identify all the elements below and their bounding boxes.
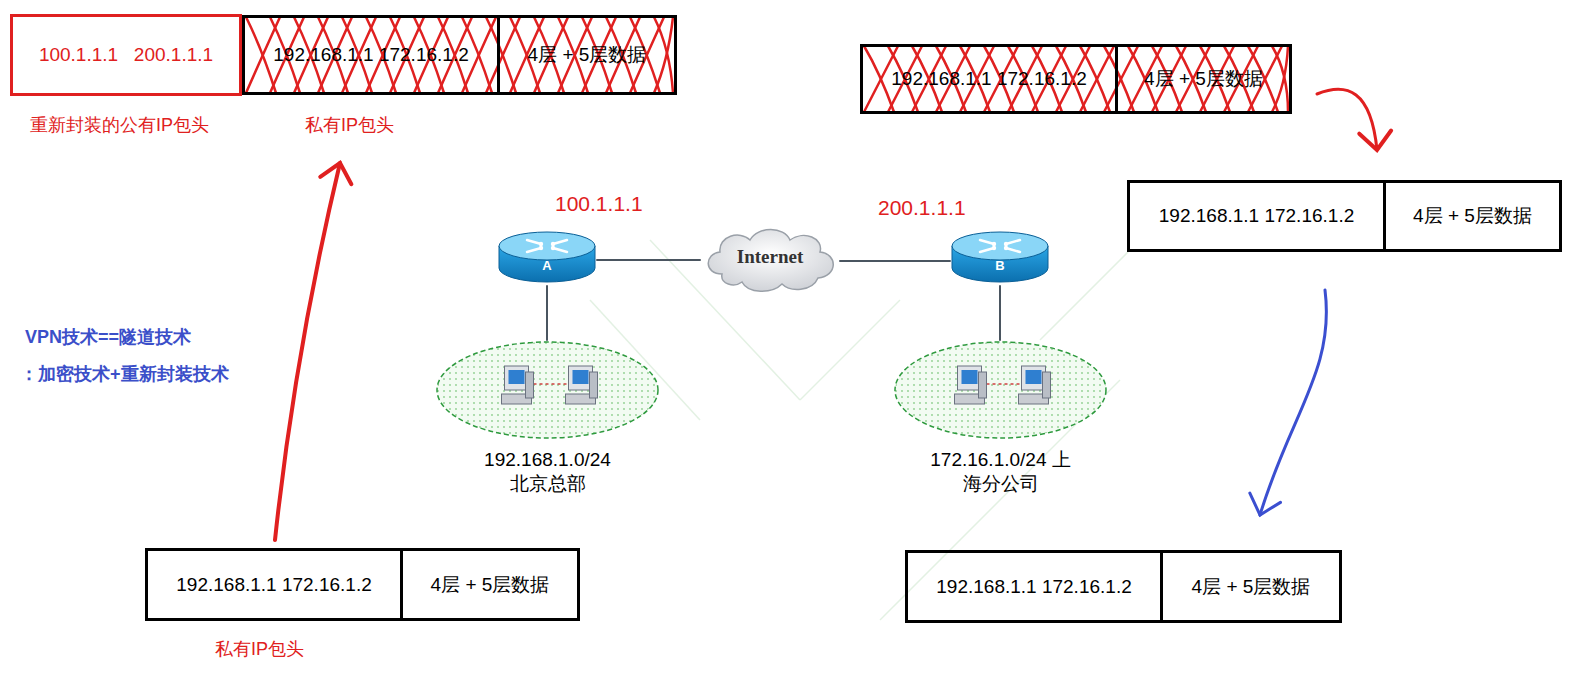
packet-field: 192.168.1.1 172.16.1.2 bbox=[145, 548, 403, 621]
annotation: 私有IP包头 bbox=[215, 637, 304, 661]
network-link bbox=[597, 259, 700, 261]
node-text: 4层 + 5层数据 bbox=[1134, 66, 1273, 92]
node-text: 192.168.1.1 172.16.1.2 bbox=[263, 44, 478, 66]
lan-segment: 172.16.1.0/24 上海分公司 bbox=[893, 340, 1108, 440]
node-text: Internet bbox=[700, 246, 840, 268]
router: B bbox=[950, 230, 1050, 286]
annotation: 私有IP包头 bbox=[305, 113, 394, 137]
router: A bbox=[497, 230, 597, 286]
scribble-stroke bbox=[246, 17, 673, 93]
note-text: VPN技术==隧道技术 bbox=[25, 325, 191, 349]
node-text: 192.168.1.1 172.16.1.2 bbox=[166, 574, 381, 596]
node-text: 4层 + 5层数据 bbox=[1182, 574, 1321, 600]
node-text: 192.168.1.1 172.16.1.2 bbox=[926, 576, 1141, 598]
faint-guides bbox=[590, 240, 1130, 620]
scribble-stroke bbox=[864, 46, 1288, 112]
annotation: 100.1.1.1 bbox=[555, 192, 643, 216]
node-text: A bbox=[497, 258, 597, 273]
lan-ellipse bbox=[435, 340, 660, 440]
packet-field: 4层 + 5层数据 bbox=[1383, 180, 1562, 252]
node-text: 4层 + 5层数据 bbox=[518, 42, 657, 68]
packet-field: 192.168.1.1 172.16.1.2 bbox=[905, 550, 1163, 623]
flow-arrow bbox=[275, 163, 340, 540]
network-link bbox=[546, 286, 548, 340]
lan-ellipse bbox=[893, 340, 1108, 440]
node-text: 192.168.1.1 172.16.1.2 bbox=[1149, 205, 1364, 227]
scribble-stroke bbox=[246, 17, 673, 93]
packet-field: 4层 + 5层数据 bbox=[1115, 44, 1292, 114]
flow-arrow bbox=[1317, 89, 1377, 150]
public-header-field: 100.1.1.1 200.1.1.1 bbox=[10, 14, 242, 96]
node-text: B bbox=[950, 258, 1050, 273]
packet-field: 192.168.1.1 172.16.1.2 bbox=[242, 15, 500, 95]
network-link bbox=[999, 286, 1001, 340]
network-link bbox=[840, 260, 950, 262]
packet-field: 4层 + 5层数据 bbox=[1160, 550, 1342, 623]
node-text: 4层 + 5层数据 bbox=[421, 572, 560, 598]
node-text: 172.16.1.0/24 上海分公司 bbox=[926, 448, 1076, 496]
packet-field: 192.168.1.1 172.16.1.2 bbox=[1127, 180, 1386, 252]
annotation: 200.1.1.1 bbox=[878, 196, 966, 220]
node-text: 4层 + 5层数据 bbox=[1403, 203, 1542, 229]
node-text: 192.168.1.0/24 北京总部 bbox=[473, 448, 623, 496]
scribble-stroke bbox=[864, 46, 1288, 112]
packet-field: 192.168.1.1 172.16.1.2 bbox=[860, 44, 1118, 114]
internet-cloud: Internet bbox=[700, 222, 840, 296]
node-text: 100.1.1.1 200.1.1.1 bbox=[31, 44, 221, 66]
packet-field: 4层 + 5层数据 bbox=[497, 15, 677, 95]
packet-field: 4层 + 5层数据 bbox=[400, 548, 580, 621]
node-text: 192.168.1.1 172.16.1.2 bbox=[881, 68, 1096, 90]
flow-arrow bbox=[1260, 290, 1326, 515]
note-text: ：加密技术+重新封装技术 bbox=[20, 362, 229, 386]
cross-out-scribble bbox=[246, 17, 1288, 112]
annotation: 重新封装的公有IP包头 bbox=[30, 113, 209, 137]
lan-segment: 192.168.1.0/24 北京总部 bbox=[435, 340, 660, 440]
